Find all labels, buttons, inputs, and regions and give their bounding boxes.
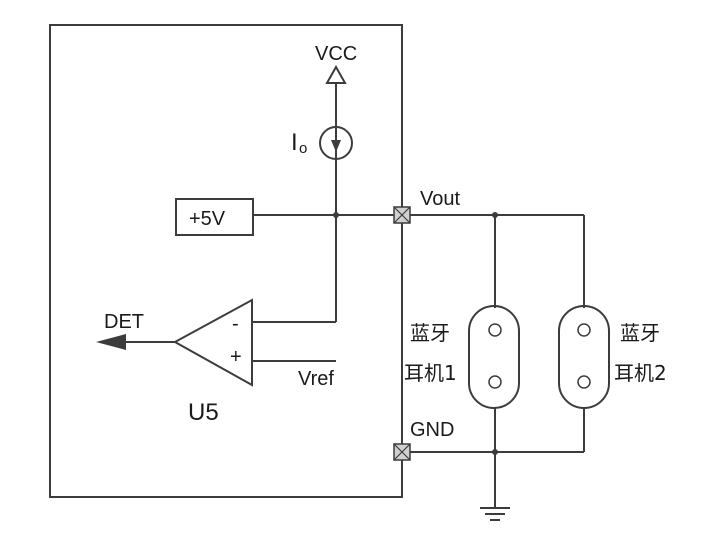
- headset2-bottom-contact: [577, 375, 591, 389]
- headset1-bottom-contact: [488, 375, 502, 389]
- gnd-pin-cross-b: [393, 443, 411, 461]
- current-source-arrow-icon: [331, 140, 341, 152]
- headset2-label-line2: 耳机2: [614, 361, 667, 385]
- headset1-label-line1: 蓝牙: [410, 321, 450, 345]
- vcc-label: VCC: [315, 43, 357, 65]
- gnd-label: GND: [410, 419, 454, 441]
- det-label: DET: [104, 311, 144, 333]
- supply-5v-box: [175, 198, 254, 236]
- chip-u5-outline: [49, 24, 403, 498]
- vout-label: Vout: [420, 188, 460, 210]
- det-arrow-icon: [96, 334, 126, 350]
- headset1-body-icon: [468, 305, 520, 409]
- headset2-body-icon: [558, 305, 610, 409]
- chip-label: U5: [188, 399, 219, 426]
- opamp-plus-label: +: [230, 346, 242, 368]
- vout-junction-dot: [492, 212, 498, 218]
- headset1-top-contact: [488, 323, 502, 337]
- headset2-top-contact: [577, 323, 591, 337]
- vout-pin-cross-b: [393, 206, 411, 224]
- opamp-minus-label: -: [232, 313, 239, 335]
- vref-label: Vref: [298, 368, 334, 390]
- opamp-triangle: [172, 298, 253, 387]
- supply-5v-label: +5V: [189, 208, 226, 230]
- headset1-label-line2: 耳机1: [404, 361, 457, 385]
- headset2-label-line1: 蓝牙: [620, 321, 660, 345]
- vcc-arrow-icon: [325, 64, 347, 84]
- junction-dot: [333, 212, 339, 218]
- current-source-subscript: o: [299, 140, 307, 157]
- current-source-label: I: [291, 129, 298, 156]
